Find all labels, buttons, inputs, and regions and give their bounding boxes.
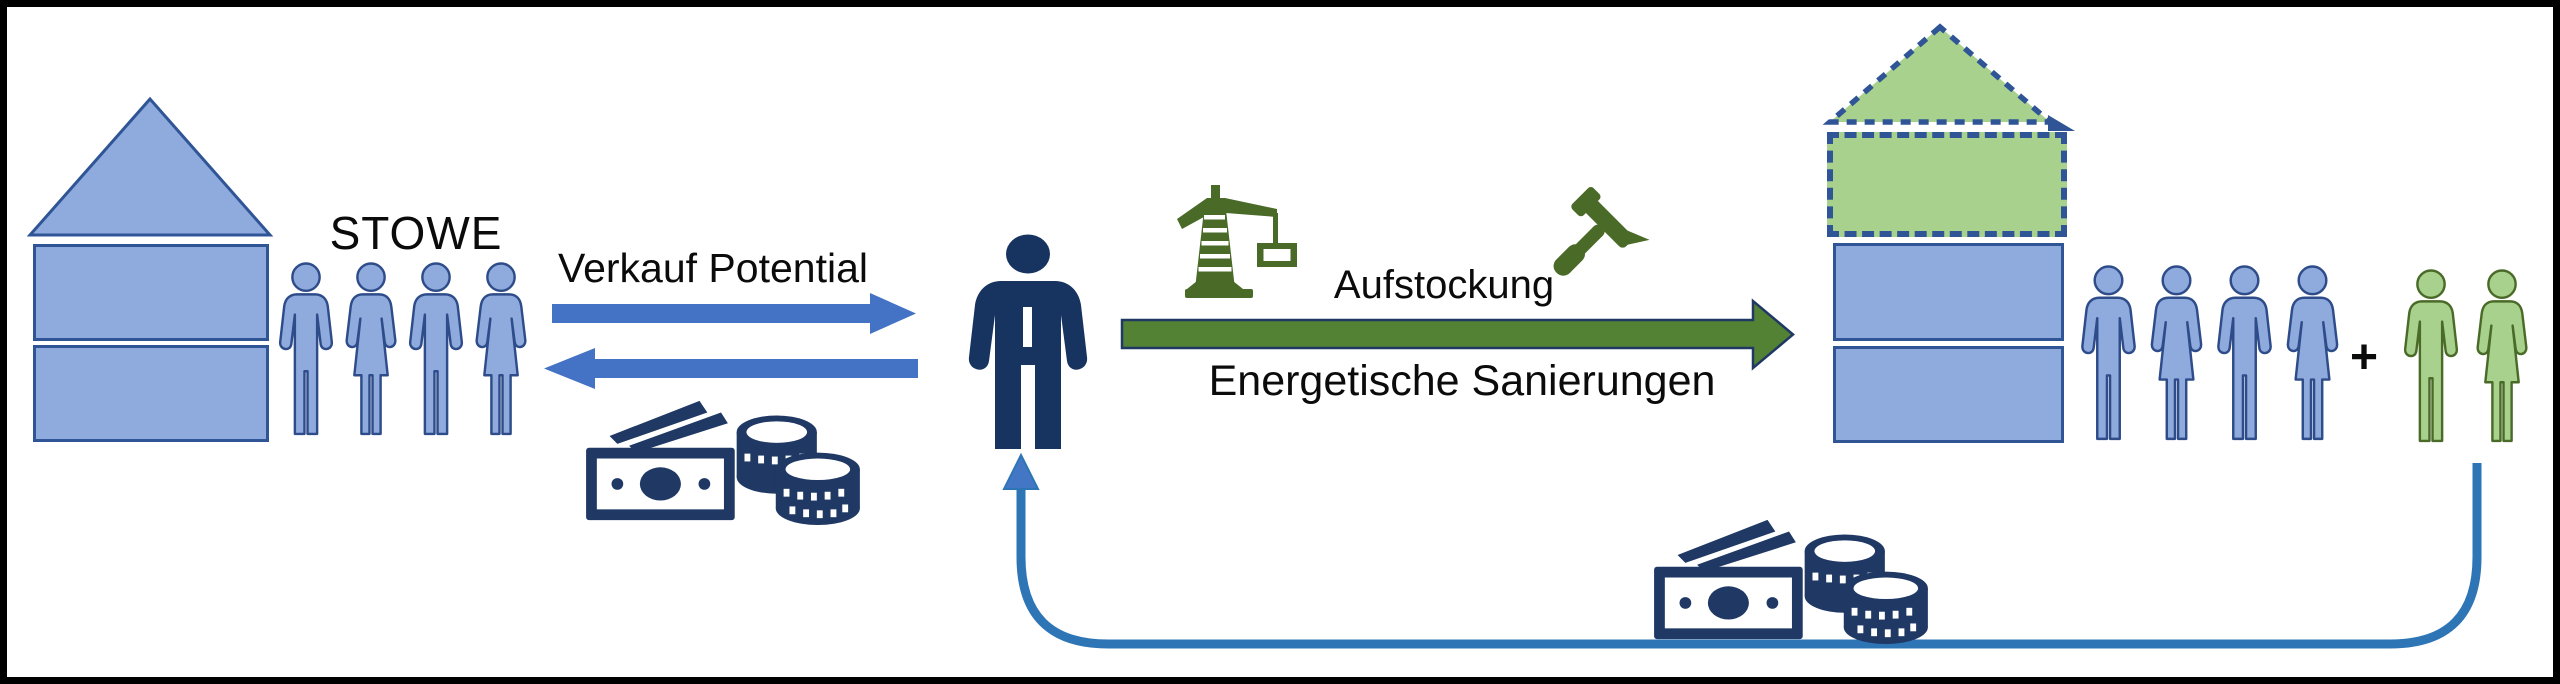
arrow-left-icon xyxy=(544,348,918,389)
right-house-floor-2 xyxy=(1833,346,2064,443)
man-figure xyxy=(278,262,334,436)
man-figure xyxy=(2081,265,2136,441)
plus-label: + xyxy=(2350,331,2379,384)
man-figure xyxy=(2403,269,2459,443)
loop-arrow-up-icon xyxy=(1002,452,2482,649)
green-arrow-icon xyxy=(1120,298,1795,371)
woman-figure xyxy=(2286,265,2339,441)
hammer-icon xyxy=(1553,187,1650,276)
energetische-sanierungen-label: Energetische Sanierungen xyxy=(1208,357,1716,405)
crane-icon xyxy=(1177,185,1297,298)
man-figure xyxy=(408,262,464,436)
woman-figure xyxy=(2150,265,2203,441)
existing-tenants-group xyxy=(2075,265,2347,445)
left-house-floor-1 xyxy=(33,244,269,341)
money-icon xyxy=(1635,512,1945,644)
money-icon xyxy=(580,393,864,525)
man-figure xyxy=(2217,265,2272,441)
right-house-added-floor xyxy=(1827,132,2067,237)
investor-person-icon xyxy=(968,234,1088,449)
new-tenants-group xyxy=(2396,269,2538,447)
woman-figure xyxy=(2476,269,2528,443)
arrow-right-icon xyxy=(552,293,916,334)
right-house-roof-dashed xyxy=(1822,23,2075,131)
verkauf-potential-label: Verkauf Potential xyxy=(558,245,868,291)
left-house-floor-2 xyxy=(33,345,269,442)
woman-figure xyxy=(345,262,397,436)
left-house-roof xyxy=(26,96,274,237)
woman-figure xyxy=(475,262,527,436)
stowe-label: STOWE xyxy=(329,207,503,259)
stowe-owners-group xyxy=(274,262,534,440)
aufstockung-label: Aufstockung xyxy=(1333,263,1555,307)
right-house-floor-1 xyxy=(1833,243,2064,341)
